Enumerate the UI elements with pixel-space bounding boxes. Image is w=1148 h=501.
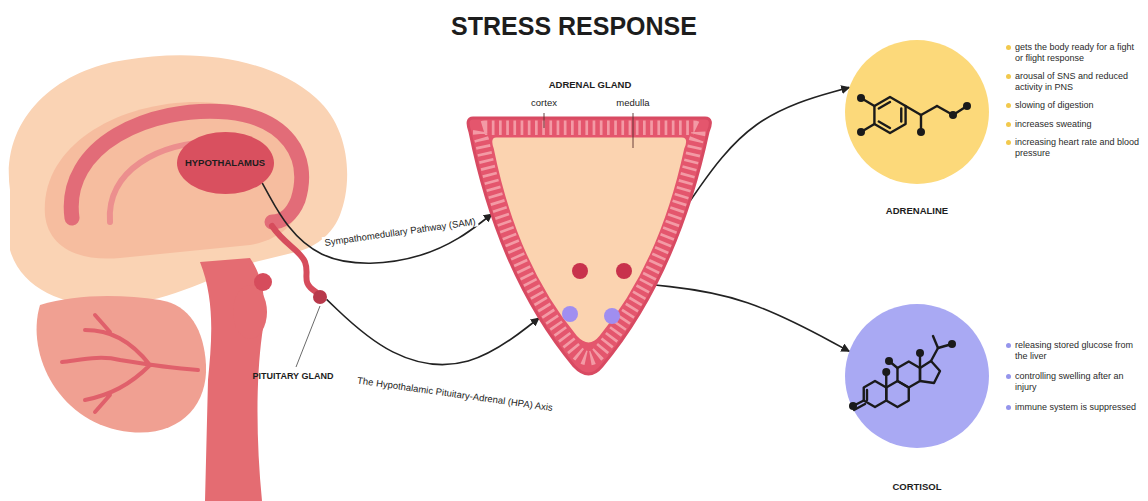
- effect-note: increases sweating: [1015, 119, 1143, 130]
- hormone-circle-shape: [845, 304, 989, 500]
- hormone-circle-shape: [845, 40, 989, 226]
- hypothalamus-region: HYPOTHALAMUS: [177, 132, 274, 194]
- molecule-atom: [948, 340, 956, 348]
- cortex-stripes: [480, 128, 698, 358]
- molecule-atom: [963, 102, 971, 110]
- structure-label: PITUITARY GLAND: [253, 371, 334, 381]
- molecule-atom: [917, 128, 925, 136]
- bullet-dot: [1006, 122, 1011, 127]
- hormone-circle-fill: [845, 304, 989, 448]
- leader-line: [544, 113, 545, 128]
- pathway-label: Sympathomedullary Pathway (SAM): [322, 215, 479, 248]
- pituitary-gland-shape: [243, 289, 343, 385]
- structure-label: HYPOTHALAMUS: [185, 158, 265, 169]
- molecule-atom: [882, 368, 890, 376]
- molecule-ring: [874, 97, 905, 133]
- hormone-dot: [604, 308, 620, 324]
- molecule-ring: [920, 361, 940, 383]
- pituitary-gland: PITUITARY GLAND: [243, 289, 343, 385]
- pathway-arrow: [690, 87, 849, 201]
- limbic-region: [45, 102, 305, 259]
- bullet-dot: [1006, 405, 1011, 410]
- effect-note: controlling swelling after an injury: [1015, 371, 1143, 392]
- hormone-circle-fill: [845, 40, 989, 184]
- hormone-dot: [616, 263, 632, 279]
- bullet-dot: [1006, 103, 1011, 108]
- effect-note: slowing of digestion: [1015, 100, 1143, 111]
- molecule-ring: [864, 381, 887, 407]
- bullet-dot: [1006, 140, 1011, 145]
- molecule-atom: [885, 357, 893, 365]
- molecule-atom: [949, 111, 957, 119]
- pathway-arrow: [262, 183, 492, 263]
- hypothalamus-outline: [177, 132, 274, 194]
- molecule-bond: [866, 390, 868, 400]
- corpus-callosum: [71, 111, 301, 222]
- effect-note: gets the body ready for a fight or fligh…: [1015, 42, 1143, 63]
- molecule: [857, 94, 971, 136]
- hormone-name: ADRENALINE: [886, 206, 948, 217]
- adrenal-gland-shape: [462, 76, 718, 380]
- molecule-bond: [879, 102, 890, 109]
- hormone-name: CORTISOL: [892, 482, 941, 493]
- hormone-dot: [562, 306, 578, 322]
- mammillary-body: [254, 273, 272, 291]
- molecule-bond: [879, 122, 890, 129]
- molecule-bond: [921, 106, 937, 115]
- molecule-ring: [897, 362, 920, 388]
- molecule: [849, 336, 956, 410]
- organ-heading: ADRENAL GLAND: [549, 80, 632, 91]
- molecule-atom: [849, 402, 857, 410]
- pathway-arrow: [327, 299, 539, 364]
- molecule-bond: [933, 336, 938, 348]
- molecule-bond: [906, 106, 921, 115]
- molecule-atom: [857, 94, 865, 102]
- hormone-circle: ADRENALINE: [845, 40, 989, 226]
- molecule-atom: [916, 349, 924, 357]
- bullet-dot: [1006, 374, 1011, 379]
- effect-note: arousal of SNS and reduced activity in P…: [1015, 71, 1143, 92]
- diagram-title: STRESS RESPONSE: [0, 12, 1148, 41]
- pituitary-dot: [313, 290, 327, 304]
- hormone-dot: [572, 263, 588, 279]
- molecule-bond: [900, 109, 902, 122]
- adrenal-medulla: [492, 138, 686, 343]
- hormone-circle: CORTISOL: [845, 304, 989, 500]
- molecule-atom: [857, 128, 865, 136]
- bullet-dot: [1006, 45, 1011, 50]
- cerebrum: [9, 55, 347, 306]
- pathway-label: The Hypothalamic Pituitary-Adrenal (HPA)…: [355, 374, 556, 413]
- part-label: medulla: [616, 98, 649, 109]
- pituitary-stalk: [272, 226, 316, 292]
- pathway-arrow: [655, 285, 849, 351]
- adrenal-cortex: [468, 118, 710, 374]
- adrenal-gland: ADRENAL GLAND cortex medulla: [462, 76, 718, 380]
- effect-note: immune system is suppressed: [1015, 402, 1143, 413]
- bullet-dot: [1006, 74, 1011, 79]
- effect-note: increasing heart rate and blood pressure: [1015, 137, 1143, 158]
- leader-line: [633, 113, 634, 148]
- molecule-bond: [931, 348, 938, 361]
- bullet-dot: [1006, 343, 1011, 348]
- pons: [233, 285, 267, 339]
- leader-line: [296, 306, 320, 367]
- effect-note: releasing stored glucose from the liver: [1015, 340, 1143, 361]
- arbor-vitae: [62, 315, 198, 412]
- part-label: cortex: [531, 98, 557, 109]
- cerebellum: [37, 296, 207, 433]
